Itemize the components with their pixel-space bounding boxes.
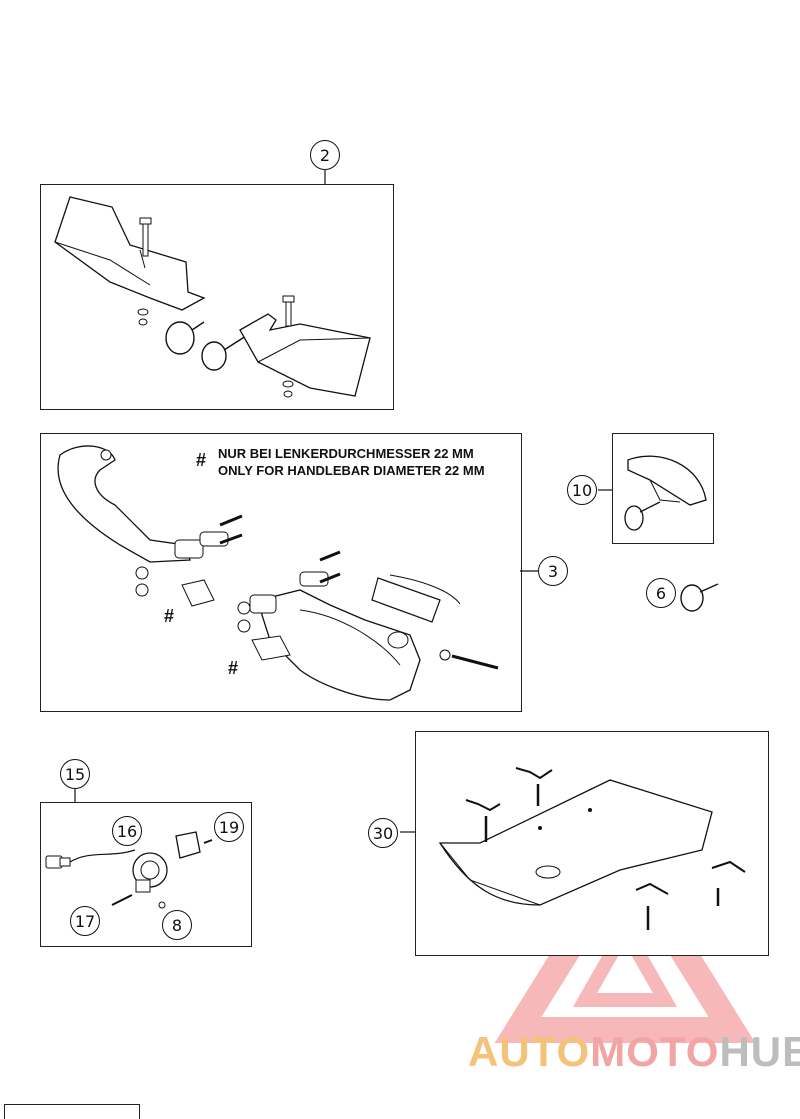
note-german: NUR BEI LENKERDURCHMESSER 22 MM: [218, 446, 474, 461]
hash-marker-note: #: [196, 450, 207, 470]
callout-17: 17: [70, 906, 100, 936]
callout-16: 16: [112, 816, 142, 846]
note-english: ONLY FOR HANDLEBAR DIAMETER 22 MM: [218, 463, 485, 478]
watermark-hub: HUB: [719, 1028, 800, 1075]
watermark-moto: MOTO: [590, 1028, 720, 1075]
callout-8: 8: [162, 910, 192, 940]
callout-15: 15: [60, 759, 90, 789]
hash-marker-right-clamp: #: [228, 658, 239, 678]
callout-6: 6: [646, 578, 676, 608]
part-group-3-box: [40, 433, 522, 712]
diameter-note: NUR BEI LENKERDURCHMESSER 22 MM ONLY FOR…: [218, 445, 485, 479]
callout-10: 10: [567, 475, 597, 505]
watermark-auto: AUTO: [468, 1028, 591, 1075]
callout-2: 2: [310, 140, 340, 170]
hash-marker-left-clamp: #: [164, 606, 175, 626]
callout-3: 3: [538, 556, 568, 586]
drawing-code-box: [4, 1104, 140, 1119]
callout-30: 30: [368, 818, 398, 848]
callout-19: 19: [214, 812, 244, 842]
watermark-text: AUTOMOTOHUB: [468, 1028, 800, 1076]
